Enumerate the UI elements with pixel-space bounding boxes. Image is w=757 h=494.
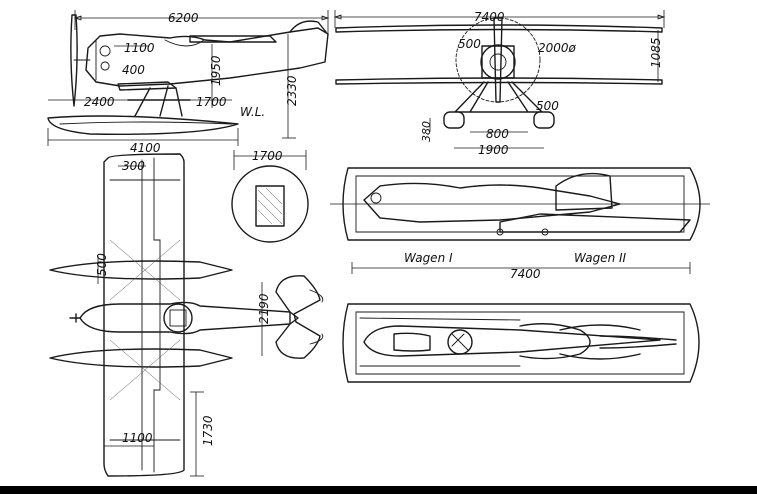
dim-top-1730: 1730 — [201, 415, 215, 446]
dim-front-800: 800 — [486, 127, 509, 141]
wagon-2-label: Wagen II — [574, 251, 627, 265]
dim-top-500: 500 — [95, 253, 109, 276]
dim-side-2400: 2400 — [84, 95, 115, 109]
dim-top-2190: 2190 — [257, 293, 271, 324]
front-view: 7400 1085 500 2000ø 380 500 800 1900 — [333, 10, 666, 157]
dim-side-2330: 2330 — [285, 75, 299, 106]
dim-section-1700: 1700 — [252, 149, 283, 163]
dim-front-380: 380 — [420, 121, 433, 142]
waterline-label: W.L. — [240, 105, 265, 119]
bottom-border — [0, 486, 757, 494]
dim-top-1100: 1100 — [122, 431, 153, 445]
side-view: 6200 1100 400 1950 2400 1700 W.L. — [47, 10, 330, 155]
dim-side-1100: 1100 — [124, 41, 155, 55]
dim-transport-7400: 7400 — [510, 267, 541, 281]
dim-side-1950: 1950 — [209, 55, 223, 86]
dim-front-prop-dia: 2000ø — [538, 41, 577, 55]
top-view: 300 500 2190 1100 1730 — [49, 153, 324, 477]
dim-front-500: 500 — [458, 37, 481, 51]
section-view: 1700 — [231, 149, 309, 243]
dim-side-6200: 6200 — [168, 11, 199, 25]
dim-side-400: 400 — [122, 63, 145, 77]
dim-side-1700: 1700 — [196, 95, 227, 109]
dim-side-4100: 4100 — [130, 141, 161, 155]
dim-front-float: 500 — [536, 99, 559, 113]
dim-front-span: 7400 — [474, 10, 505, 24]
wagon-1-label: Wagen I — [404, 251, 453, 265]
dim-front-gap: 1085 — [649, 37, 663, 68]
transport-top-view — [342, 303, 700, 383]
dim-front-1900: 1900 — [478, 143, 509, 157]
dim-top-300: 300 — [122, 159, 145, 173]
transport-view: Wagen I Wagen II 7400 — [330, 167, 710, 281]
